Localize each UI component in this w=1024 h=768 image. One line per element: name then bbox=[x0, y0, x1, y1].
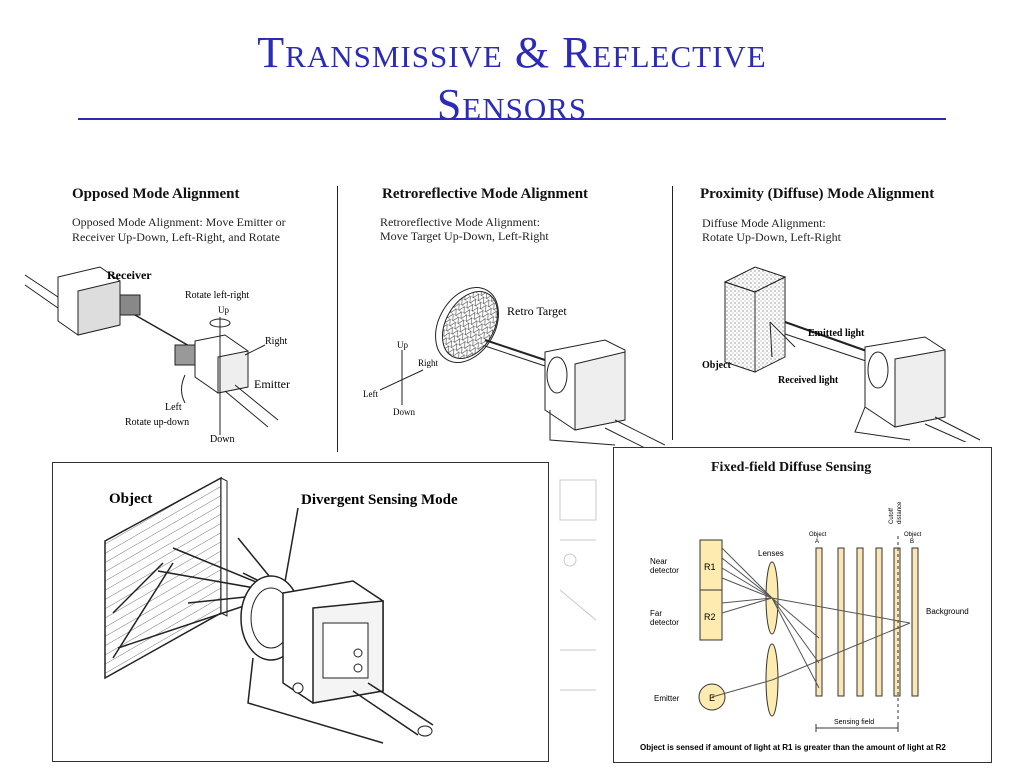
retro-desc-1: Retroreflective Mode Alignment: bbox=[380, 215, 540, 229]
proximity-desc-2: Rotate Up-Down, Left-Right bbox=[702, 230, 841, 244]
cutoff-label-2: distance bbox=[897, 501, 903, 524]
retro-heading: Retroreflective Mode Alignment bbox=[382, 186, 589, 202]
object-a-label-1: Object bbox=[809, 532, 827, 538]
divergent-object-label: Object bbox=[109, 491, 152, 507]
slide-title-line1: Transmissive & Reflective bbox=[257, 28, 767, 77]
retro-left-label: Left bbox=[363, 389, 378, 399]
proximity-object-label: Object bbox=[702, 360, 732, 371]
near-label-2: detector bbox=[650, 566, 679, 575]
receiver-label: Receiver bbox=[107, 268, 152, 282]
divergent-box: Object Divergent Sensing Mode bbox=[52, 462, 549, 762]
retro-down-label: Down bbox=[393, 407, 415, 417]
rotate-ud-label: Rotate up-down bbox=[125, 417, 189, 428]
opposed-desc-1: Opposed Mode Alignment: Move Emitter or bbox=[72, 215, 286, 229]
fixed-field-box: Fixed-field Diffuse Sensing R1 R2 Near d… bbox=[613, 447, 992, 763]
fixed-heading: Fixed-field Diffuse Sensing bbox=[711, 460, 872, 475]
retro-up-label: Up bbox=[397, 340, 408, 350]
far-label-2: detector bbox=[650, 618, 679, 627]
up-label: Up bbox=[218, 305, 229, 315]
receiver-body bbox=[57, 266, 141, 336]
opposed-diagram: Receiver Rotate left-right Up Right Emit… bbox=[24, 266, 290, 445]
near-label-1: Near bbox=[650, 557, 668, 566]
far-label-1: Far bbox=[650, 609, 662, 618]
divergent-mode-label: Divergent Sensing Mode bbox=[301, 492, 458, 508]
retro-target-label: Retro Target bbox=[507, 304, 567, 318]
detector-r2 bbox=[699, 589, 723, 641]
down-label: Down bbox=[210, 434, 234, 445]
opposed-heading: Opposed Mode Alignment bbox=[72, 186, 240, 202]
sensing-field-label: Sensing field bbox=[834, 719, 874, 726]
panel-divider-2 bbox=[672, 186, 673, 440]
background-label: Background bbox=[926, 607, 969, 616]
proximity-diagram: Emitted light Object Received light bbox=[702, 266, 981, 442]
divergent-diagram: Object Divergent Sensing Mode bbox=[104, 476, 458, 744]
cutoff-label-1: Cutoff bbox=[889, 508, 895, 524]
proximity-sensor-body bbox=[854, 336, 981, 442]
slide-title-line2: Sensors bbox=[436, 80, 588, 129]
fixed-caption: Object is sensed if amount of light at R… bbox=[640, 743, 946, 752]
proximity-heading: Proximity (Diffuse) Mode Alignment bbox=[700, 186, 935, 202]
rotate-lr-label: Rotate left-right bbox=[185, 290, 249, 301]
r1-label: R1 bbox=[704, 562, 716, 572]
divergent-sensor-body bbox=[240, 575, 434, 744]
object-b-label-1: Object bbox=[904, 532, 922, 538]
e-label: E bbox=[709, 693, 715, 703]
received-light-label: Received light bbox=[778, 375, 839, 386]
proximity-desc-1: Diffuse Mode Alignment: bbox=[702, 216, 826, 230]
retro-sensor-body bbox=[544, 339, 665, 450]
emitter-label: Emitter bbox=[254, 377, 290, 391]
emitter-body bbox=[174, 334, 279, 428]
emitter-label: Emitter bbox=[654, 694, 680, 703]
lenses-label: Lenses bbox=[758, 549, 784, 558]
panel-divider-1 bbox=[337, 186, 338, 452]
object-a-label-2: A bbox=[815, 539, 819, 545]
retro-desc-2: Move Target Up-Down, Left-Right bbox=[380, 229, 549, 243]
object-bars bbox=[815, 547, 919, 697]
object-b-label-2: B bbox=[910, 539, 914, 545]
opposed-desc-2: Receiver Up-Down, Left-Right, and Rotate bbox=[72, 230, 280, 244]
fixed-field-diagram: R1 R2 Near detector Far detector E Emitt… bbox=[640, 501, 969, 752]
left-label: Left bbox=[165, 402, 182, 413]
emitted-light-label: Emitted light bbox=[808, 328, 865, 339]
light-rays bbox=[711, 547, 911, 698]
diffuse-object bbox=[723, 266, 787, 373]
retro-diagram: Retro Target Up Right Left Down bbox=[363, 287, 665, 450]
right-label: Right bbox=[265, 336, 287, 347]
r2-label: R2 bbox=[704, 612, 716, 622]
title-underline bbox=[78, 118, 946, 120]
ghost-strip bbox=[559, 479, 597, 691]
retro-right-label: Right bbox=[418, 358, 439, 368]
